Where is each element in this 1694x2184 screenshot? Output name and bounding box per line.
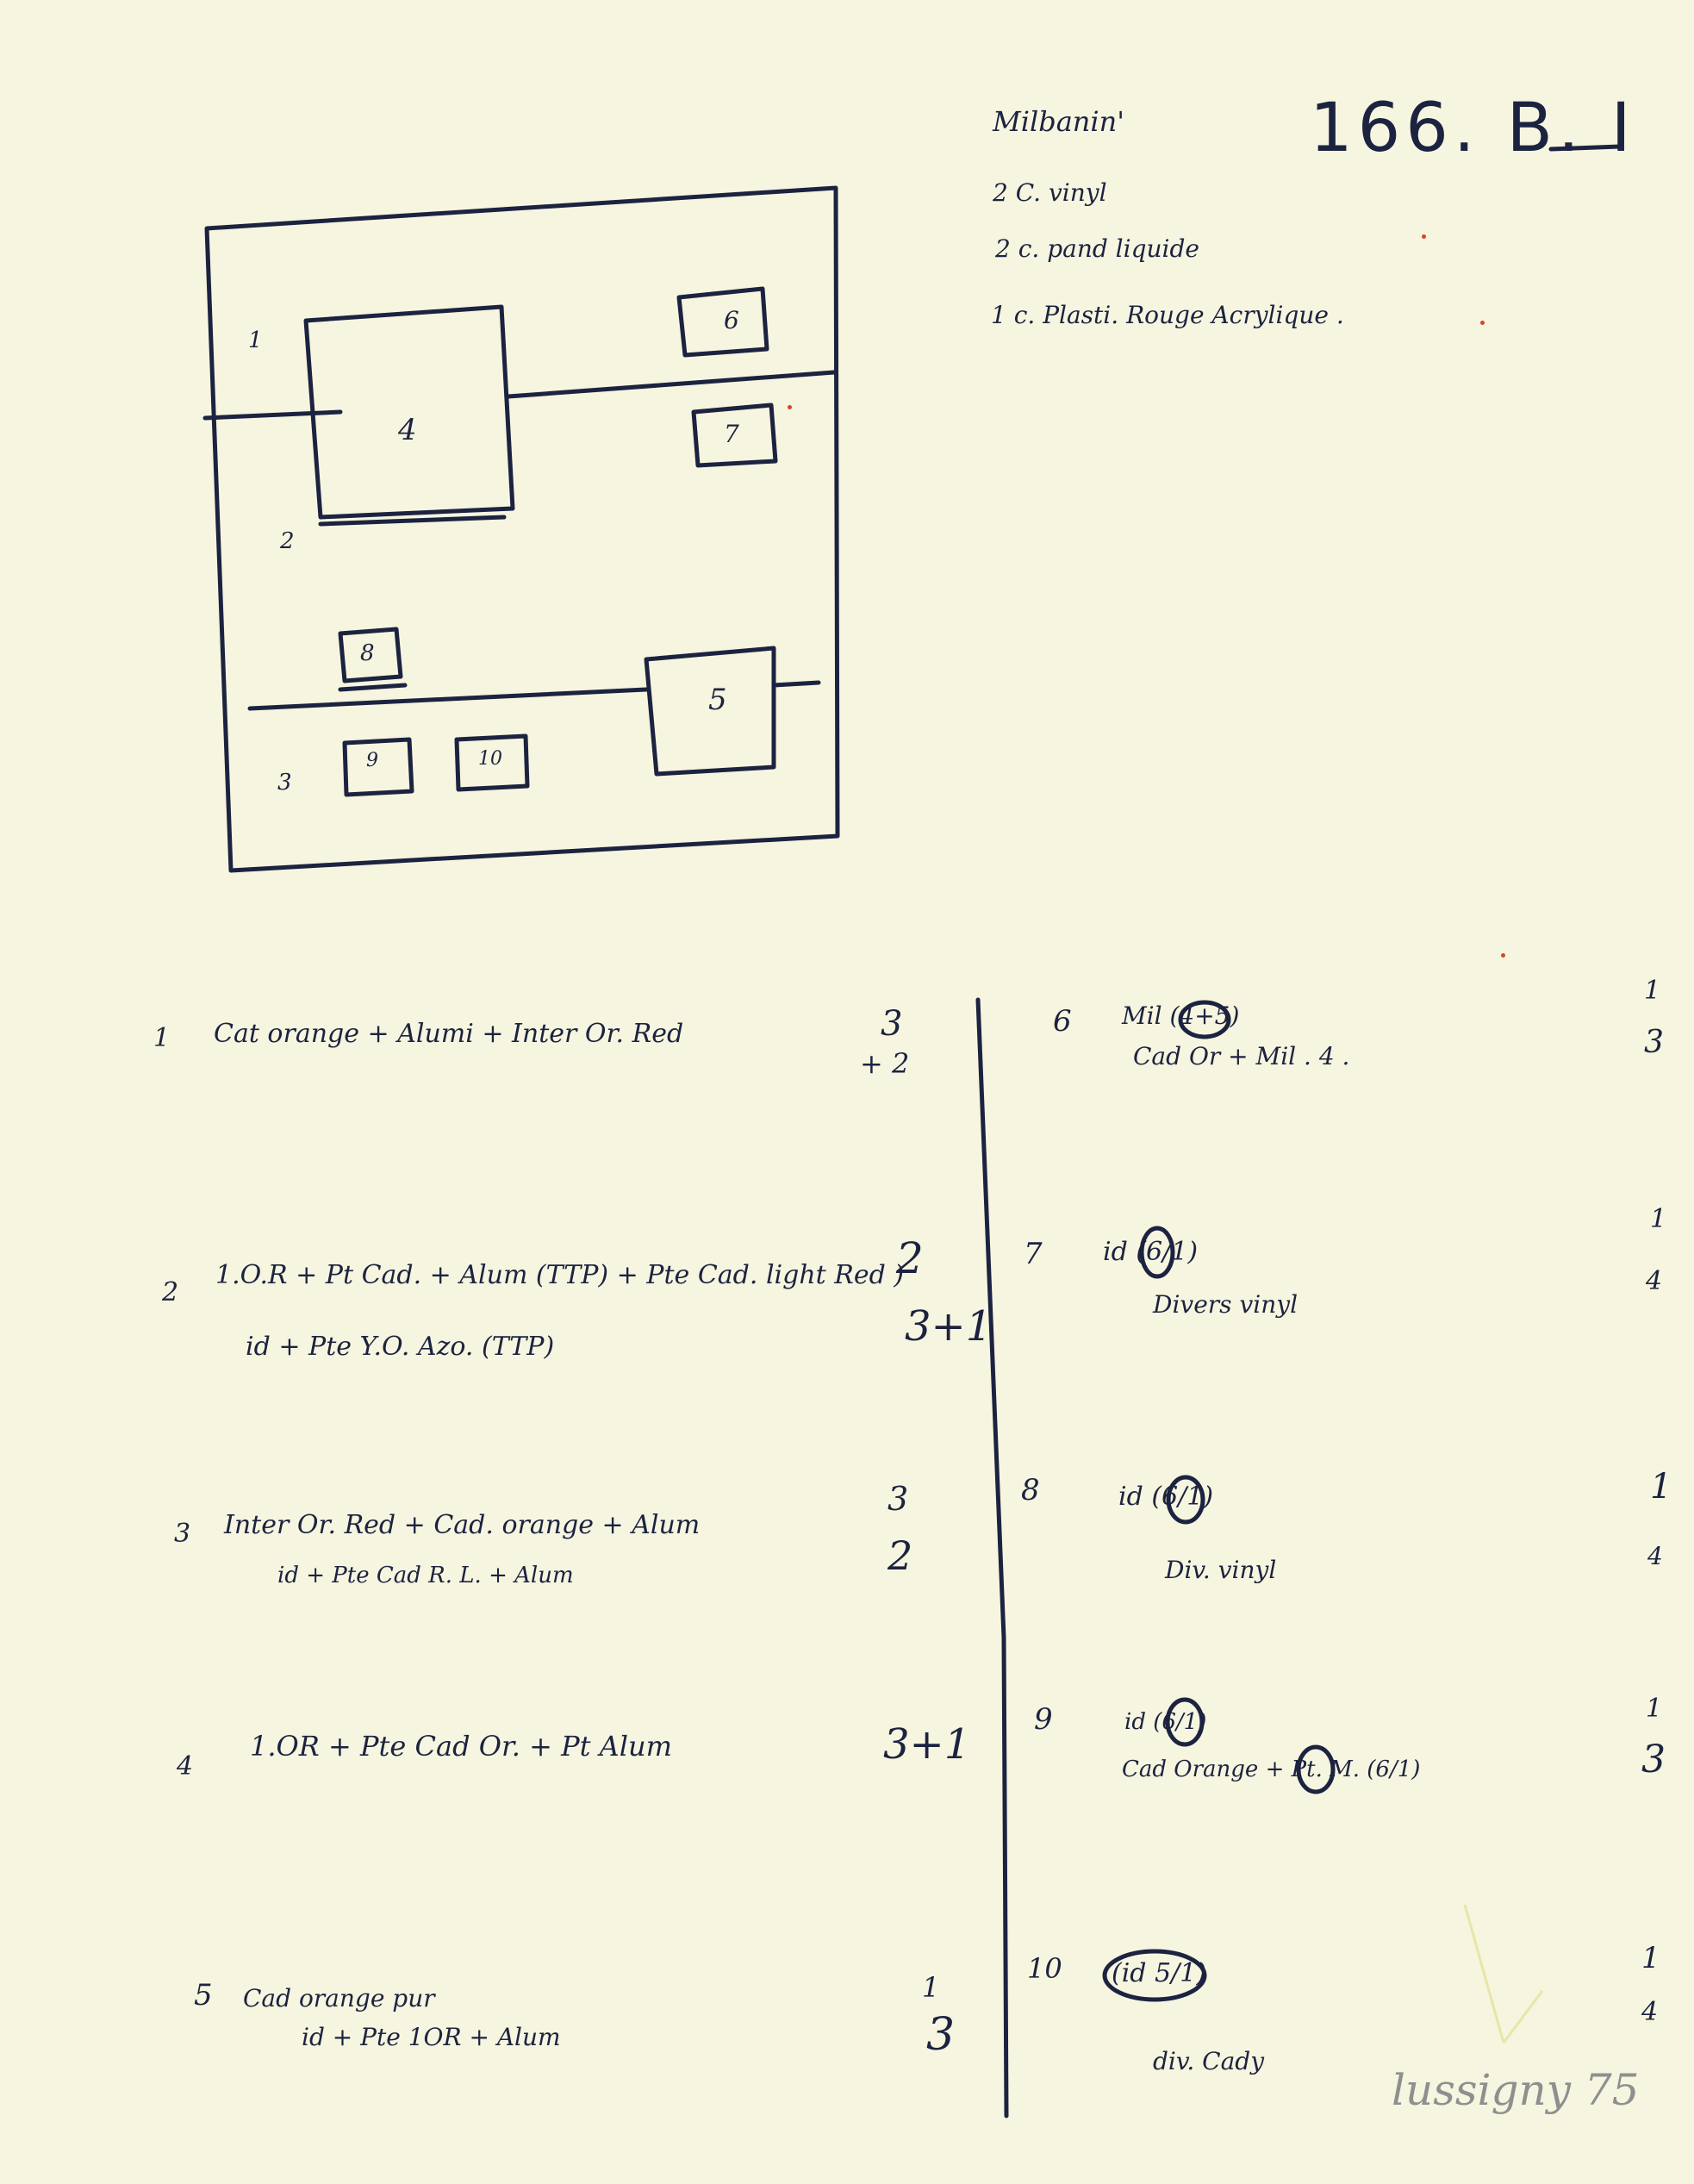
right-entry-6-line-1: Mil (4+5) xyxy=(1122,1002,1240,1030)
right-entry-8-num: 8 xyxy=(1021,1473,1040,1507)
pencil-signature: lussigny 75 xyxy=(1392,2065,1640,2115)
left-entry-2-line-2: id + Pte Y.O. Azo. (TTP) xyxy=(246,1332,555,1362)
right-entry-6-ratio-2: 3 xyxy=(1644,1025,1664,1060)
left-entry-2-qty-2: 3+1 xyxy=(905,1302,993,1351)
left-entry-1-num: 1 xyxy=(153,1023,171,1053)
right-entry-6-num: 6 xyxy=(1053,1004,1072,1039)
right-entry-7-line-2: Divers vinyl xyxy=(1153,1290,1299,1319)
document-code: 166. B. I xyxy=(1310,90,1636,167)
right-entry-10-line-2: div. Cady xyxy=(1153,2047,1265,2075)
box-4-outline xyxy=(303,304,515,520)
right-entry-8-line-1: id (6/1) xyxy=(1118,1482,1214,1512)
left-entry-5-num: 5 xyxy=(194,1978,213,2012)
red-speck xyxy=(1422,234,1426,239)
right-entry-10-line-1: (id 5/1) xyxy=(1112,1958,1207,1988)
header-note-2: 2 C. vinyl xyxy=(993,178,1107,207)
red-speck xyxy=(1501,953,1505,958)
right-entry-7-line-1: id (6/1) xyxy=(1103,1237,1199,1267)
left-entry-1-qty-1: 3 xyxy=(881,1004,903,1044)
right-entry-6-ratio-1: 1 xyxy=(1644,976,1661,1006)
box-8-label: 8 xyxy=(360,640,375,666)
right-entry-9-num: 9 xyxy=(1034,1702,1053,1737)
right-entry-8-ratio-2: 4 xyxy=(1647,1542,1663,1570)
left-entry-3-line-2: id + Pte Cad R. L. + Alum xyxy=(277,1563,574,1588)
red-speck xyxy=(1480,321,1485,325)
right-entry-9-line-2: Cad Orange + Pt. M. (6/1) xyxy=(1122,1757,1421,1782)
right-entry-9-ratio-1: 1 xyxy=(1646,1694,1663,1724)
box-10-label: 10 xyxy=(478,748,502,770)
right-entry-7-ratio-1: 1 xyxy=(1650,1204,1667,1234)
right-entry-10-num: 10 xyxy=(1027,1952,1062,1985)
left-entry-5-qty-1: 1 xyxy=(922,1971,940,2004)
right-entry-9-ratio-2: 3 xyxy=(1641,1738,1666,1782)
left-entry-1-line-1: Cat orange + Alumi + Inter Or. Red xyxy=(214,1019,684,1049)
right-entry-10-ratio-1: 1 xyxy=(1641,1941,1660,1975)
left-entry-2-num: 2 xyxy=(162,1277,179,1307)
outer-frame xyxy=(204,185,840,873)
left-entry-4-num: 4 xyxy=(177,1751,194,1782)
left-entry-3-num: 3 xyxy=(174,1519,191,1549)
left-entry-3-qty-2: 2 xyxy=(887,1532,913,1579)
side-mark-1: 1 xyxy=(248,328,263,353)
box-5-label: 5 xyxy=(708,683,727,717)
box-9-label: 9 xyxy=(366,750,378,771)
header-note-4: 1 c. Plasti. Rouge Acrylique . xyxy=(991,301,1344,329)
left-entry-2-qty-1: 2 xyxy=(896,1233,924,1283)
header-note-3: 2 c. pand liquide xyxy=(995,234,1199,263)
left-entry-3-qty-1: 3 xyxy=(887,1480,909,1518)
right-entry-8-line-2: Div. vinyl xyxy=(1165,1556,1277,1584)
box-4-label: 4 xyxy=(398,413,417,447)
red-speck xyxy=(788,405,792,409)
right-entry-7-ratio-2: 4 xyxy=(1646,1266,1663,1296)
left-entry-4-qty-1: 3+1 xyxy=(883,1720,971,1769)
left-entry-4-line-1: 1.OR + Pte Cad Or. + Pt Alum xyxy=(250,1730,672,1763)
box-7-label: 7 xyxy=(724,420,739,448)
right-entry-7-num: 7 xyxy=(1024,1237,1043,1271)
box-6-label: 6 xyxy=(724,306,739,334)
left-entry-5-line-2: id + Pte 1OR + Alum xyxy=(302,2023,561,2051)
header-note-1: Milbanin' xyxy=(993,105,1125,138)
right-entry-9-line-1: id (6/1) xyxy=(1124,1709,1207,1735)
left-entry-5-line-1: Cad orange pur xyxy=(243,1984,435,2012)
left-entry-3-line-1: Inter Or. Red + Cad. orange + Alum xyxy=(224,1510,701,1540)
side-mark-2: 2 xyxy=(280,528,295,554)
side-mark-3: 3 xyxy=(277,770,292,796)
left-entry-1-qty-2: + 2 xyxy=(860,1047,910,1080)
right-entry-10-ratio-2: 4 xyxy=(1641,1997,1659,2027)
left-entry-5-qty-2: 3 xyxy=(926,2009,956,2061)
left-entry-2-line-1: 1.O.R + Pt Cad. + Alum (TTP) + Pte Cad. … xyxy=(215,1260,905,1290)
box-5-outline xyxy=(644,646,776,777)
right-entry-8-ratio-1: 1 xyxy=(1650,1467,1672,1507)
right-entry-6-line-2: Cad Or + Mil . 4 . xyxy=(1133,1042,1350,1070)
